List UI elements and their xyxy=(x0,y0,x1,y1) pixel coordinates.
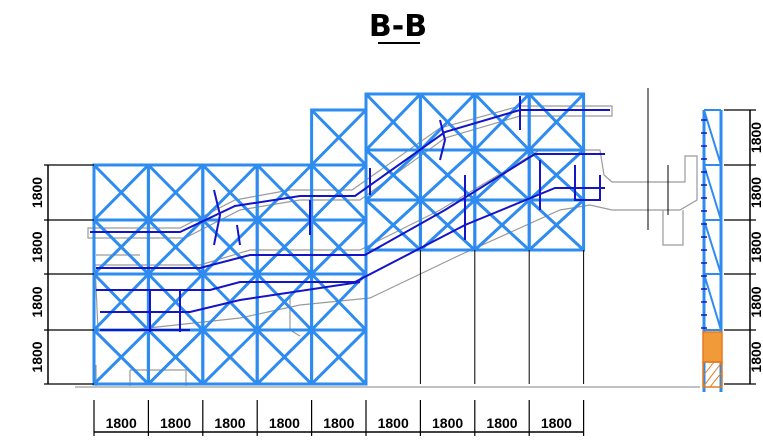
left-dim-label: 1800 xyxy=(29,286,45,317)
escalator-braces xyxy=(90,96,610,332)
bottom-dim-label: 1800 xyxy=(378,415,409,431)
base-block xyxy=(702,331,723,388)
left-dim-label: 1800 xyxy=(29,177,45,208)
left-dimensions: 1800 1800 1800 1800 xyxy=(29,164,94,385)
right-dim-label: 1800 xyxy=(748,231,763,262)
bottom-dim-label: 1800 xyxy=(269,415,300,431)
bottom-dim-label: 1800 xyxy=(323,415,354,431)
escalator-outline xyxy=(87,105,698,386)
right-dimensions: 1800 1800 1800 1800 1800 xyxy=(724,109,763,385)
bottom-dim-label: 1800 xyxy=(486,415,517,431)
section-title: B-B xyxy=(369,9,427,44)
right-dim-label: 1800 xyxy=(748,341,763,372)
left-dim-label: 1800 xyxy=(29,341,45,372)
bottom-dim-label: 1800 xyxy=(160,415,191,431)
bottom-dim-label: 1800 xyxy=(214,415,245,431)
reference-lines xyxy=(647,88,669,230)
bottom-dim-label: 1800 xyxy=(541,415,572,431)
left-dim-label: 1800 xyxy=(29,231,45,262)
right-dim-label: 1800 xyxy=(748,286,763,317)
scaffold-frame xyxy=(92,92,586,386)
right-dim-label: 1800 xyxy=(748,177,763,208)
bottom-dimensions: 1800 1800 1800 1800 1800 1800 1800 1800 1800 xyxy=(93,400,585,436)
right-dim-label: 1800 xyxy=(748,122,763,153)
bottom-dim-label: 1800 xyxy=(432,415,463,431)
bottom-dim-label: 1800 xyxy=(106,415,137,431)
right-scaffold-column xyxy=(701,109,723,392)
